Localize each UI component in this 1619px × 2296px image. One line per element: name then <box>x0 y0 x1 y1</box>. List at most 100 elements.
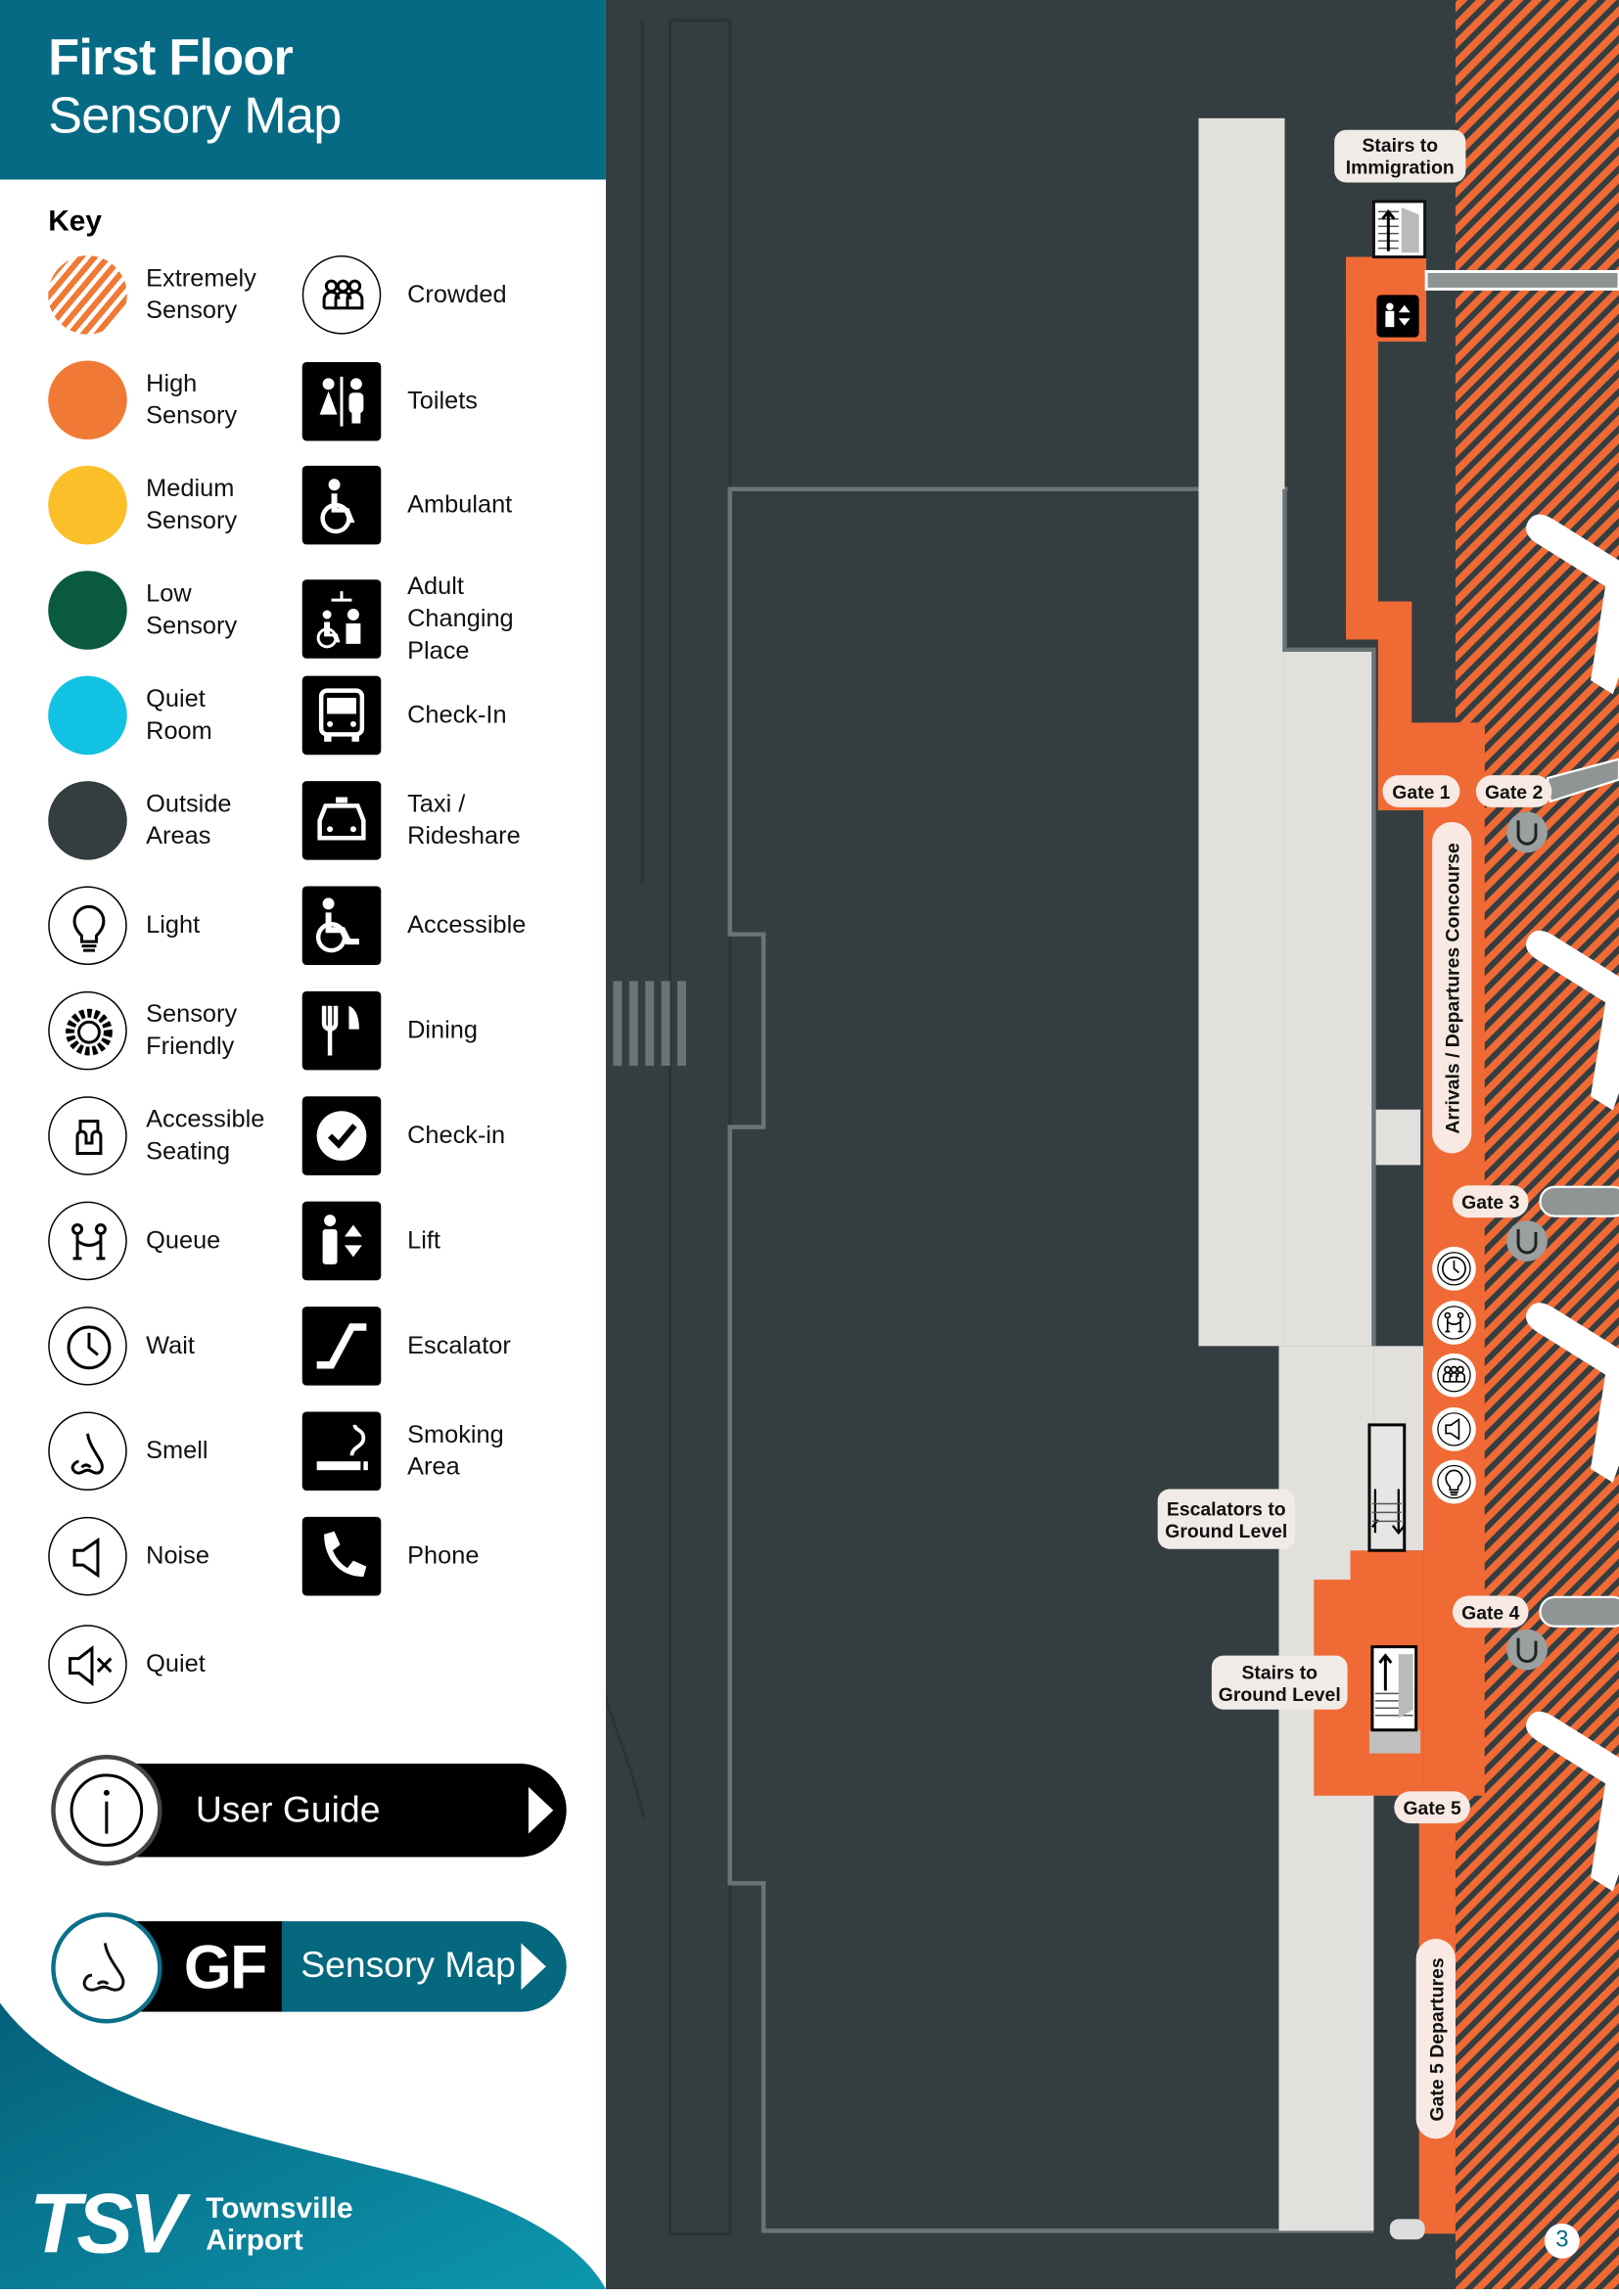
key-item: Toilets <box>301 361 478 441</box>
key-item-label: Quiet <box>146 1649 206 1677</box>
key-item: Dining <box>301 990 479 1071</box>
dining-icon <box>301 990 382 1071</box>
sunflower-icon <box>48 990 127 1071</box>
stairs-to-ground-symbol <box>1368 1645 1421 1754</box>
key-item-label: Medium Sensory <box>146 474 238 534</box>
concourse-label: Arrivals / Departures Concourse <box>1432 821 1472 1154</box>
key-item-label: Toilets <box>407 387 478 415</box>
key-item-label: Outside Areas <box>146 790 232 850</box>
queue-icon <box>1432 1301 1476 1345</box>
gate-2-label: Gate 2 <box>1475 775 1552 807</box>
phone-icon <box>301 1516 382 1596</box>
orange-swatch <box>48 360 127 440</box>
key-item: Outside Areas <box>48 781 232 860</box>
stairs-to-immigration-symbol <box>1371 200 1427 259</box>
key-item: Accessible <box>301 886 527 966</box>
key-item: Escalator <box>301 1307 511 1386</box>
key-item-label: Extremely Sensory <box>146 263 256 325</box>
key-item-label: Taxi / Rideshare <box>407 790 521 850</box>
arrow-right-icon <box>528 1786 554 1834</box>
green-swatch <box>48 571 127 650</box>
user-guide-label: User Guide <box>195 1789 381 1831</box>
key-item-label: Accessible <box>407 910 527 940</box>
key-item: Check-in <box>301 1096 506 1175</box>
key-item: Accessible Seating <box>48 1096 264 1175</box>
key-item: Adult Changing Place <box>301 571 514 666</box>
key-item-label: Sensory Friendly <box>146 999 238 1060</box>
gate-5-departures-label: Gate 5 Departures <box>1415 1938 1456 2139</box>
key-item-label: Lift <box>407 1226 440 1255</box>
light-bulb-icon <box>48 886 127 966</box>
key-item: Lift <box>301 1201 440 1281</box>
wheelchair-icon <box>301 886 382 966</box>
key-item-label: Smell <box>146 1436 208 1465</box>
adult-changing-icon <box>301 579 382 659</box>
aircraft-icons <box>1526 514 1619 1892</box>
escalators-to-ground-label: Escalators to Ground Level <box>1157 1489 1295 1549</box>
key-item: Sensory Friendly <box>48 990 238 1071</box>
left-panel: First Floor Sensory Map Key Extremely Se… <box>0 0 606 2290</box>
key-item-label: Noise <box>146 1541 209 1570</box>
key-heading: Key <box>48 206 102 239</box>
stair-marker-bottom <box>1389 2219 1425 2240</box>
page-subtitle: Sensory Map <box>48 87 342 145</box>
key-item: High Sensory <box>48 360 237 440</box>
info-icon <box>51 1755 162 1866</box>
speaker-icon <box>48 1516 127 1596</box>
key-item: Extremely Sensory <box>48 255 256 335</box>
townsville-airport-wordmark: Townsville Airport <box>206 2192 353 2258</box>
gate-5-label: Gate 5 <box>1394 1791 1470 1824</box>
key-item: Medium Sensory <box>48 465 238 545</box>
key-item-label: Dining <box>407 1016 479 1044</box>
ambulant-icon <box>301 465 382 545</box>
escalator-icon <box>301 1307 382 1386</box>
gate-4-label: Gate 4 <box>1452 1595 1529 1629</box>
key-item-label: Escalator <box>407 1331 511 1359</box>
sensory-map-label: Sensory Map <box>301 1944 516 1986</box>
speaker-icon <box>1432 1407 1476 1451</box>
checkmark-icon <box>301 1096 382 1175</box>
key-item: Taxi / Rideshare <box>301 781 521 860</box>
queue-icon <box>48 1201 127 1281</box>
ground-floor-sensory-map-button[interactable]: GF Sensory Map <box>51 1912 567 2024</box>
arrow-right-icon <box>521 1943 546 1991</box>
pedestrian-crossing <box>613 981 686 1066</box>
key-item: Smoking Area <box>301 1411 504 1492</box>
nose-icon <box>48 1411 127 1492</box>
key-item: Low Sensory <box>48 571 237 650</box>
page-header: First Floor Sensory Map <box>0 0 606 180</box>
yellow-swatch <box>48 465 127 545</box>
smoking-icon <box>301 1411 382 1492</box>
key-item: Wait <box>48 1307 195 1386</box>
key-item-label: Smoking Area <box>407 1420 504 1481</box>
ground-floor-code: GF <box>183 1933 268 2002</box>
gate-stairs-arrows <box>1516 820 1538 1664</box>
key-item: Check-In <box>301 675 507 756</box>
hatched-orange-swatch <box>48 255 127 335</box>
key-item: Light <box>48 886 200 966</box>
page-number: 3 <box>1544 2223 1580 2259</box>
dark-swatch <box>48 781 127 860</box>
decorative-wave <box>0 2002 606 2290</box>
cyan-swatch <box>48 675 127 756</box>
nose-icon <box>51 1912 162 2024</box>
stairs-to-ground-label: Stairs to Ground Level <box>1211 1655 1348 1710</box>
key-item-label: Queue <box>146 1226 221 1255</box>
crowd-icon <box>1432 1353 1476 1398</box>
light-bulb-icon <box>1432 1459 1476 1504</box>
key-item-label: Adult Changing Place <box>407 572 514 665</box>
key-item: Queue <box>48 1201 221 1281</box>
escalator-symbol <box>1367 1423 1407 1552</box>
stairs-to-immigration-label: Stairs to Immigration <box>1334 129 1466 183</box>
gate-3-label: Gate 3 <box>1452 1185 1529 1218</box>
user-guide-button[interactable]: User Guide <box>51 1755 567 1866</box>
jet-bridge <box>1424 269 1619 291</box>
key-item-label: Check-in <box>407 1121 506 1149</box>
lift-icon <box>1376 295 1419 338</box>
key-item: Quiet <box>48 1625 206 1704</box>
key-item-label: Phone <box>407 1541 480 1570</box>
key-item-label: Quiet Room <box>146 684 212 745</box>
gate-5-departures-text: Gate 5 Departures <box>1424 1956 1448 2121</box>
bus-icon <box>301 675 382 756</box>
